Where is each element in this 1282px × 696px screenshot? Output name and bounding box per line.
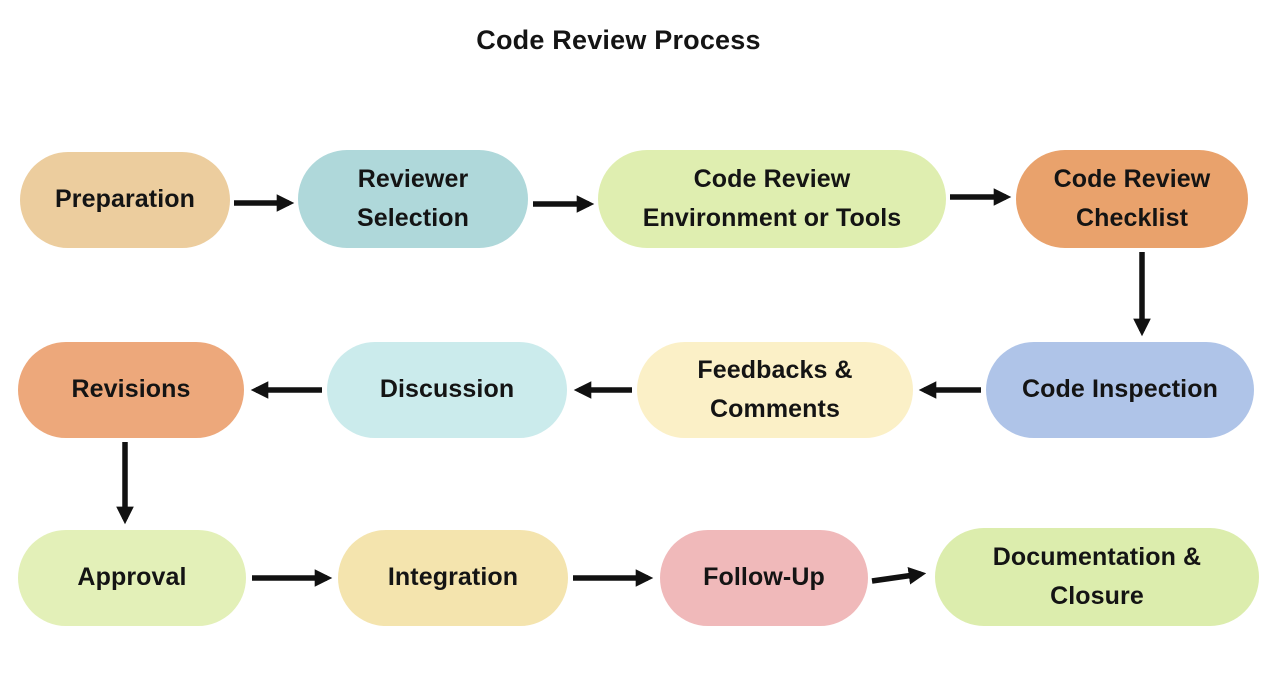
arrow-followup-to-documentation [871,567,927,585]
node-code-review-environment: Code Review Environment or Tools [598,150,946,248]
node-reviewer-selection: Reviewer Selection [298,150,528,248]
node-integration: Integration [338,530,568,626]
node-revisions: Revisions [18,342,244,438]
node-discussion: Discussion [327,342,567,438]
page-title: Code Review Process [476,25,761,55]
node-documentation-closure: Documentation & Closure [935,528,1259,626]
node-feedbacks-comments: Feedbacks & Comments [637,342,913,438]
node-code-review-checklist: Code Review Checklist [1016,150,1248,248]
node-preparation: Preparation [20,152,230,248]
node-follow-up: Follow-Up [660,530,868,626]
node-code-inspection: Code Inspection [986,342,1254,438]
node-approval: Approval [18,530,246,626]
